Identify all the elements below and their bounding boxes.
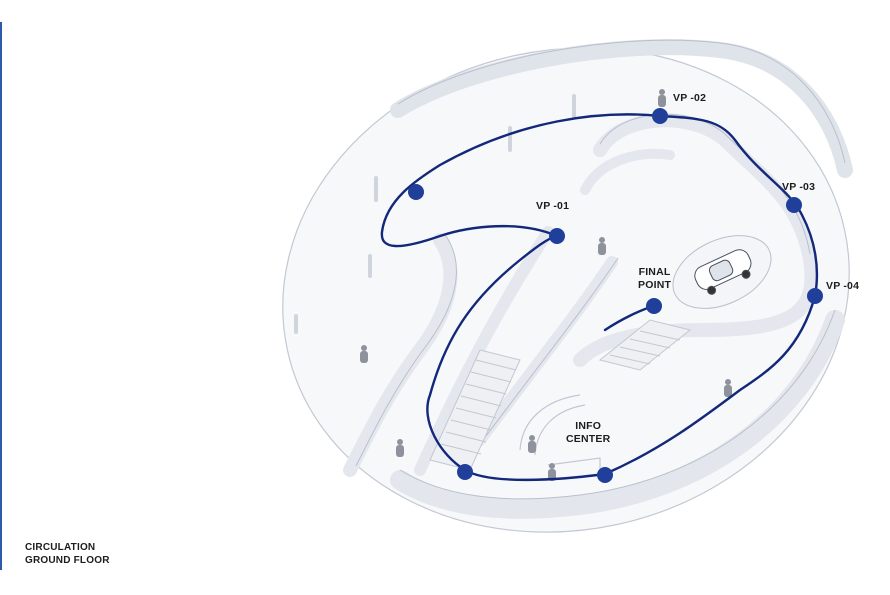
lower-stair [598, 319, 692, 371]
perimeter-wall-front-edge [399, 309, 836, 500]
plan-caption: CIRCULATION GROUND FLOOR [25, 541, 110, 567]
label-vp-04: VP -04 [826, 280, 860, 292]
columns [294, 94, 576, 334]
node-vp-02 [652, 108, 668, 124]
path-nodes [408, 108, 823, 483]
label-final-point: FINAL POINT [638, 266, 671, 292]
node-vp-03 [786, 197, 802, 213]
node-lower-left [457, 464, 473, 480]
label-vp-03: VP -03 [782, 181, 816, 193]
label-vp-01: VP -01 [536, 200, 570, 212]
caption-line-1: CIRCULATION [25, 542, 96, 553]
perimeter-wall-back [390, 39, 853, 178]
partition-wall-left-edge [355, 235, 457, 467]
perimeter-wall-back-edge [397, 39, 846, 164]
ramp-wall-right-edge [485, 257, 619, 437]
partition-wall-left [343, 233, 458, 477]
label-info-center: INFO CENTER [566, 420, 610, 446]
label-final-point-line1: FINAL [638, 266, 671, 278]
floor-plate [282, 47, 850, 533]
info-center-desk [519, 394, 601, 470]
node-upper-left [408, 184, 424, 200]
node-info-center [597, 467, 613, 483]
node-final-point [646, 298, 662, 314]
car-icon [694, 249, 752, 295]
label-info-center-line1: INFO [575, 420, 602, 432]
node-vp-04 [807, 288, 823, 304]
perimeter-wall-front [390, 310, 845, 519]
ramp-wall-left [414, 226, 554, 476]
caption-line-2: GROUND FLOOR [25, 555, 110, 566]
node-vp-01 [549, 228, 565, 244]
label-final-point-line2: POINT [638, 279, 672, 291]
left-accent-rule [0, 22, 2, 570]
ramp-wall-right [474, 256, 618, 446]
gallery-inner-wall [580, 148, 675, 195]
label-info-center-line2: CENTER [566, 433, 611, 445]
label-vp-02: VP -02 [673, 92, 707, 104]
